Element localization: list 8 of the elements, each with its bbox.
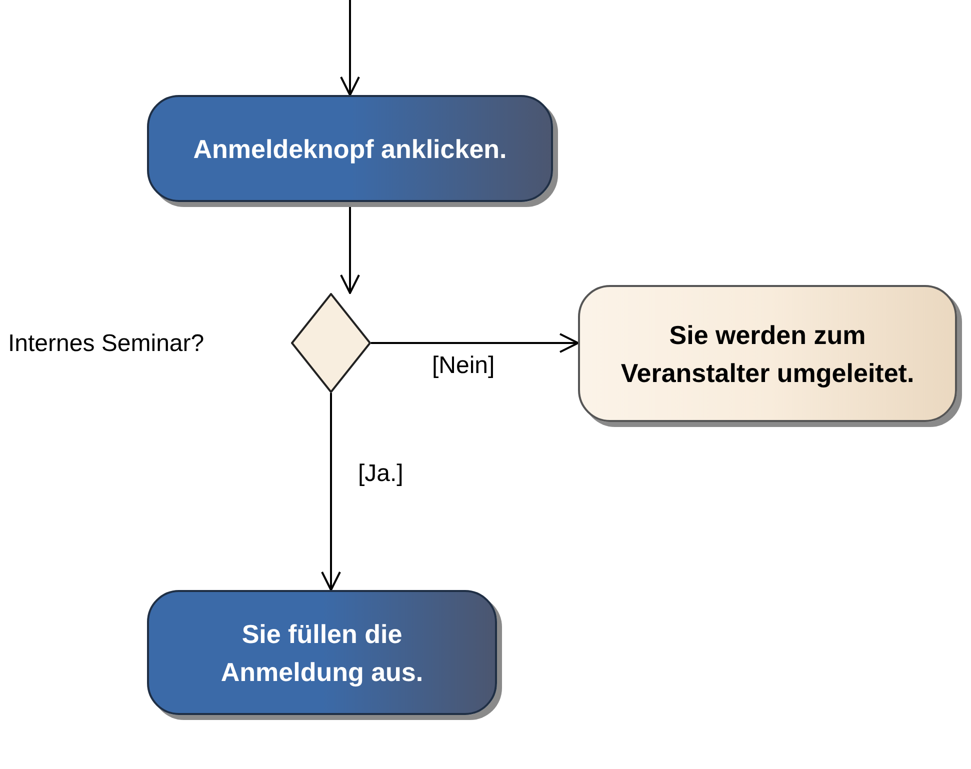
action-label: Anmeldeknopf anklicken.: [192, 132, 508, 166]
decision-diamond: [291, 293, 371, 393]
arrow: [321, 393, 341, 591]
decision-question: Internes Seminar?: [8, 329, 206, 359]
action-label: Sie füllen die Anmeldung aus.: [220, 618, 424, 688]
arrow: [371, 333, 579, 353]
arrow: [340, 0, 360, 96]
action-label: Sie werden zum Veranstalter umgeleitet.: [620, 318, 916, 390]
